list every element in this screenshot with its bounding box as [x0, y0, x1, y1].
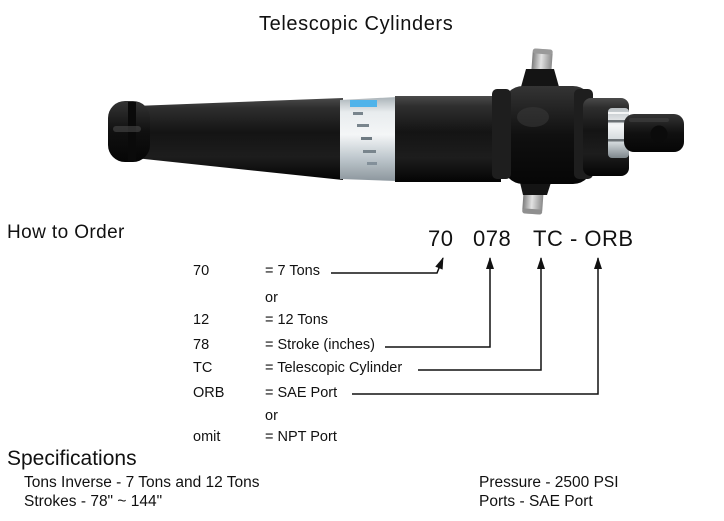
page-title: Telescopic Cylinders [259, 13, 454, 35]
specifications-heading: Specifications [7, 447, 137, 470]
clevis-pin-hole [650, 125, 668, 143]
part-number-stroke: 078 [473, 226, 512, 251]
label-band-accent [350, 100, 377, 107]
chrome-rings [608, 108, 629, 158]
order-row: or [0, 290, 724, 307]
order-desc: = NPT Port [265, 429, 337, 445]
spec-ports: Ports - SAE Port [479, 493, 593, 510]
order-row: omit = NPT Port [0, 429, 724, 446]
how-to-order-heading: How to Order [7, 222, 125, 243]
left-cap-sheen [113, 126, 141, 132]
trunnion-sheen [517, 107, 549, 127]
telescopic-cylinder-photo [108, 48, 684, 215]
order-desc: = 7 Tons [265, 263, 320, 279]
order-code: TC [193, 360, 213, 376]
order-desc: or [265, 408, 278, 424]
order-code: 70 [193, 263, 210, 279]
order-row: 70 = 7 Tons [0, 263, 724, 280]
order-code: 78 [193, 337, 210, 353]
cylinder-stage3-tube [135, 98, 343, 180]
order-desc: = Telescopic Cylinder [265, 360, 403, 376]
spec-strokes: Strokes - 78" ~ 144" [24, 493, 163, 510]
order-row: or [0, 408, 724, 425]
label-band [340, 97, 397, 181]
trunnion-flange-left [492, 89, 511, 179]
order-desc: or [265, 290, 278, 306]
order-desc: = 12 Tons [265, 312, 329, 328]
order-code: omit [193, 429, 221, 445]
order-desc: = Stroke (inches) [265, 337, 376, 353]
order-row: ORB = SAE Port [0, 385, 724, 402]
order-code: ORB [193, 385, 225, 401]
cylinder-stage2-tube [395, 96, 501, 182]
part-number-type-port: TC - ORB [533, 226, 634, 251]
spec-tons: Tons Inverse - 7 Tons and 12 Tons [24, 474, 260, 491]
order-desc: = SAE Port [265, 385, 338, 401]
spec-pressure: Pressure - 2500 PSI [479, 474, 619, 491]
clevis-rod-end [624, 114, 684, 152]
order-row: TC = Telescopic Cylinder [0, 360, 724, 377]
part-number-tons: 70 [428, 226, 454, 251]
order-row: 78 = Stroke (inches) [0, 337, 724, 354]
order-row: 12 = 12 Tons [0, 312, 724, 329]
order-code: 12 [193, 312, 210, 328]
